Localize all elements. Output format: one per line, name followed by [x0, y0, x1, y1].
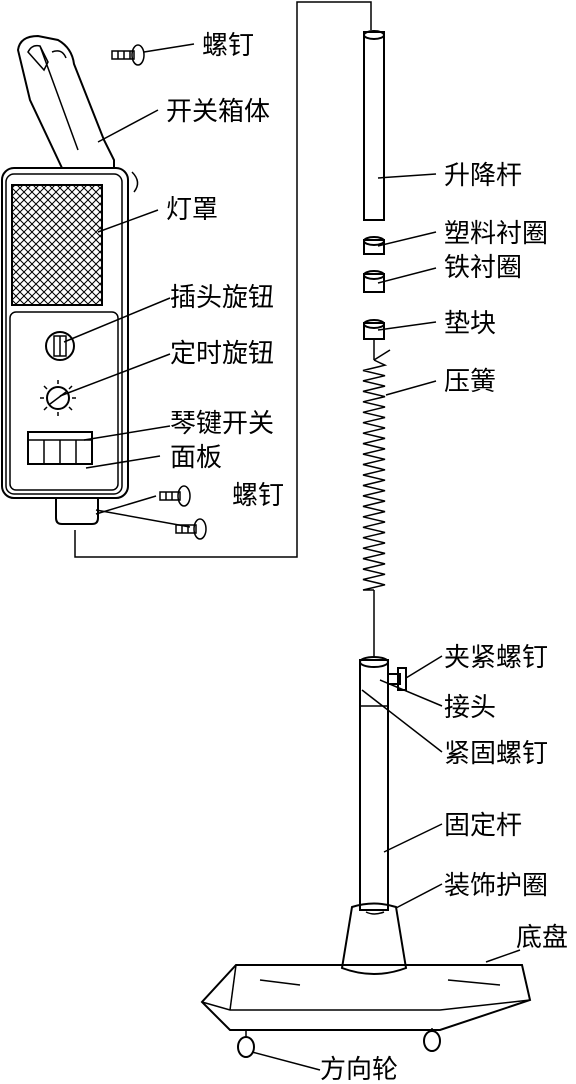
switch-box [1, 34, 139, 525]
compression-spring [362, 359, 388, 591]
label-iron-bushing: 铁衬圈 [444, 253, 522, 283]
label-fixed-rod: 固定杆 [444, 811, 522, 841]
label-joint: 接头 [444, 693, 496, 723]
plug-knob [45, 331, 75, 361]
lamp-cover [11, 184, 103, 306]
leader-lines [59, 43, 521, 1071]
label-panel: 面板 [170, 443, 222, 473]
label-base-plate: 底盘 [516, 923, 568, 953]
label-decorative-ring: 装饰护圈 [444, 871, 548, 901]
timer-knob [40, 380, 76, 416]
label-switch-box: 开关箱体 [166, 97, 270, 127]
lifting-rod [363, 30, 385, 221]
label-lifting-rod: 升降杆 [444, 161, 522, 191]
label-lamp-cover: 灯罩 [166, 195, 218, 225]
label-caster: 方向轮 [320, 1055, 398, 1084]
decorative-ring [340, 902, 408, 975]
plastic-bushing [363, 236, 385, 255]
screw-bottom-1-icon [159, 485, 191, 507]
label-timer-knob: 定时旋钮 [170, 339, 274, 369]
label-screw-bottom: 螺钉 [232, 481, 284, 511]
caster-icon [237, 1028, 441, 1058]
label-clamp-screw: 夹紧螺钉 [444, 643, 548, 673]
fixed-rod [359, 656, 389, 911]
label-screw-top: 螺钉 [202, 31, 254, 61]
label-fastening-screw: 紧固螺钉 [444, 739, 548, 769]
piano-key-switch [27, 431, 93, 465]
label-piano-key-switch: 琴键开关 [170, 409, 274, 439]
screw-bottom-2-icon [175, 518, 207, 540]
label-compression-spring: 压簧 [444, 367, 496, 397]
label-plug-knob: 插头旋钮 [170, 283, 274, 313]
iron-bushing [363, 270, 385, 293]
base-plate [200, 964, 532, 1031]
screw-top-icon [111, 44, 145, 66]
label-pad-block: 垫块 [444, 309, 496, 339]
label-plastic-bushing: 塑料衬圈 [444, 219, 548, 249]
power-cable [74, 1, 372, 558]
spring-hook [373, 349, 391, 361]
